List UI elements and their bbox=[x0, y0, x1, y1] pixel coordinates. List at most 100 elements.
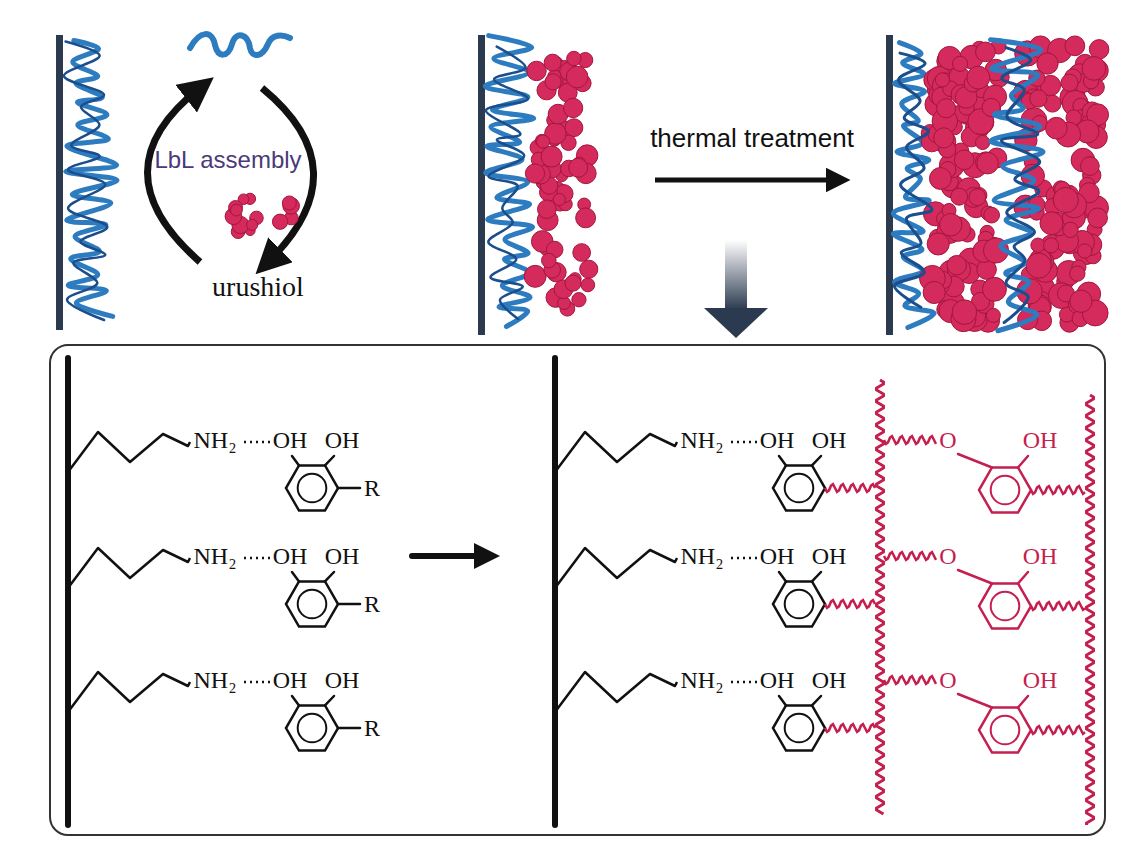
hydrogen-bond bbox=[731, 681, 757, 684]
chemical-label: OH bbox=[1023, 427, 1058, 453]
aromatic-circle bbox=[991, 592, 1020, 621]
aromatic-circle bbox=[298, 590, 327, 619]
hydrogen-bond bbox=[244, 557, 270, 560]
polymer-chain bbox=[894, 53, 932, 307]
urushiol-sphere bbox=[545, 74, 561, 90]
oh-bond bbox=[292, 696, 299, 705]
urushiol-sphere bbox=[580, 260, 598, 278]
urushiol-sphere bbox=[1037, 53, 1058, 74]
chemical-label: NH₂ bbox=[193, 667, 236, 693]
urushiol-sphere bbox=[983, 277, 1007, 301]
chemical-label: OH bbox=[273, 667, 308, 693]
chemical-label: OH bbox=[812, 543, 847, 569]
polymer-backbone bbox=[1087, 395, 1094, 825]
benzene-ring bbox=[979, 707, 1031, 752]
urushiol-sphere bbox=[1053, 187, 1078, 212]
wavy-bond bbox=[884, 552, 936, 560]
urushiol-sphere bbox=[573, 244, 591, 262]
chemical-label: OH bbox=[325, 427, 360, 453]
benzene-ring bbox=[773, 465, 825, 510]
urushiol-sphere bbox=[1082, 57, 1106, 81]
chemical-label: NH₂ bbox=[680, 667, 723, 693]
caption-label: LbL assembly bbox=[154, 147, 301, 173]
scheme-frame bbox=[50, 345, 1105, 835]
reaction-arrow-head bbox=[474, 543, 500, 569]
alkyl-chain bbox=[68, 432, 190, 472]
chemical-label: OH bbox=[325, 543, 360, 569]
urushiol-sphere bbox=[1088, 208, 1108, 228]
wavy-bond bbox=[1031, 486, 1085, 494]
urushiol-sphere bbox=[986, 308, 1000, 322]
wavy-bond bbox=[825, 724, 875, 732]
urushiol-sphere bbox=[1070, 266, 1085, 281]
oh-bond bbox=[812, 696, 821, 705]
chemical-label: O bbox=[939, 667, 956, 693]
oh-bond bbox=[1018, 696, 1028, 707]
urushiol-sphere bbox=[542, 253, 557, 268]
chemical-label: NH₂ bbox=[193, 543, 236, 569]
urushiol-sphere bbox=[565, 119, 583, 137]
cycle-arrow bbox=[148, 88, 201, 262]
urushiol-sphere bbox=[940, 213, 963, 236]
chemical-label: OH bbox=[325, 667, 360, 693]
chemical-label: OH bbox=[760, 667, 795, 693]
wavy-bond bbox=[884, 676, 936, 684]
wavy-bond bbox=[1031, 602, 1085, 610]
urushiol-sphere bbox=[1040, 212, 1063, 235]
aromatic-circle bbox=[785, 590, 814, 619]
chemical-label: OH bbox=[273, 543, 308, 569]
substrate bbox=[886, 35, 893, 335]
benzene-ring bbox=[773, 581, 825, 626]
urushiol-sphere bbox=[937, 99, 956, 118]
urushiol-sphere bbox=[1063, 222, 1078, 237]
chemical-label: R bbox=[364, 591, 380, 617]
oh-bond bbox=[292, 456, 299, 465]
urushiol-sphere bbox=[1026, 253, 1051, 278]
urushiol-sphere bbox=[572, 293, 586, 307]
urushiol-sphere bbox=[1046, 117, 1068, 139]
polymer-chain bbox=[486, 47, 528, 319]
benzene-ring bbox=[286, 465, 338, 510]
urushiol-sphere bbox=[525, 164, 544, 183]
urushiol-sphere bbox=[565, 275, 581, 291]
chemical-label: OH bbox=[760, 427, 795, 453]
benzene-ring bbox=[773, 705, 825, 750]
chemical-label: NH₂ bbox=[680, 543, 723, 569]
urushiol-sphere bbox=[524, 265, 546, 287]
ether-bond bbox=[958, 570, 992, 583]
aromatic-circle bbox=[991, 716, 1020, 745]
benzene-ring bbox=[286, 705, 338, 750]
urushiol-sphere bbox=[952, 56, 967, 71]
oh-bond bbox=[325, 456, 334, 465]
reaction-arrow bbox=[412, 553, 478, 559]
hydrogen-bond bbox=[731, 557, 757, 560]
polyelectrolyte bbox=[190, 34, 290, 55]
hydrogen-bond bbox=[731, 441, 757, 444]
benzene-ring bbox=[286, 581, 338, 626]
urushiol-sphere bbox=[1061, 74, 1078, 91]
urushiol-sphere bbox=[935, 73, 949, 87]
substrate-line bbox=[65, 358, 71, 825]
urushiol-sphere bbox=[977, 152, 998, 173]
wavy-bond bbox=[884, 436, 936, 444]
r-bond bbox=[338, 603, 360, 606]
polymer-chain bbox=[64, 41, 107, 320]
urushiol-sphere bbox=[567, 51, 581, 65]
aromatic-circle bbox=[991, 476, 1020, 505]
ether-bond bbox=[958, 454, 992, 467]
assembly-illustration bbox=[56, 34, 1109, 338]
alkyl-chain bbox=[555, 672, 677, 712]
urushiol-sphere bbox=[1077, 244, 1091, 258]
urushiol-sphere bbox=[566, 66, 588, 88]
oh-bond bbox=[812, 456, 821, 465]
urushiol-sphere bbox=[544, 54, 561, 71]
caption-label: thermal treatment bbox=[650, 124, 854, 153]
urushiol-sphere bbox=[537, 135, 550, 148]
urushiol-sphere bbox=[947, 255, 967, 275]
urushiol-sphere bbox=[576, 208, 596, 228]
chemical-label: R bbox=[364, 715, 380, 741]
chemical-label: OH bbox=[273, 427, 308, 453]
substrate-line bbox=[552, 358, 558, 825]
aromatic-circle bbox=[298, 714, 327, 743]
